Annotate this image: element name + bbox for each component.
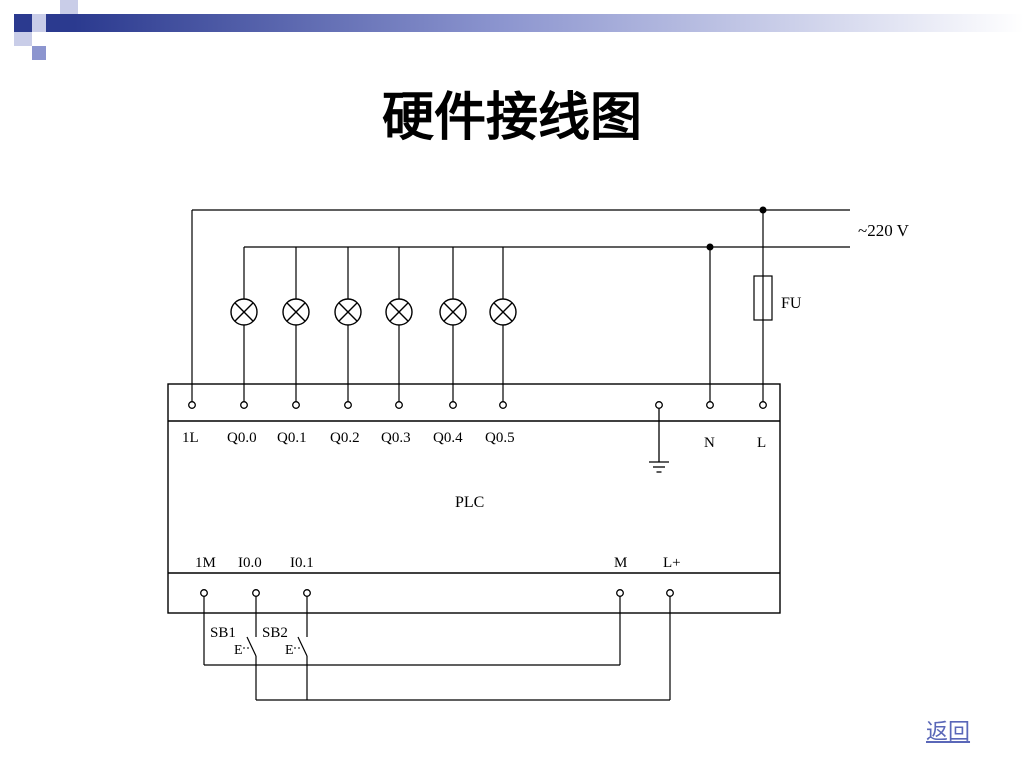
supply-label: ~220 V	[858, 221, 910, 240]
deco-square	[14, 14, 32, 32]
terminal-i0-0	[252, 589, 260, 597]
deco-square	[14, 32, 32, 46]
deco-square	[32, 14, 46, 32]
sb2-actuator-symbol: E	[285, 643, 294, 658]
slide-title: 硬件接线图	[381, 88, 642, 148]
terminal-i0-1	[303, 589, 311, 597]
terminal-q0-2	[344, 401, 352, 409]
terminal-label-i0-0: I0.0	[238, 555, 262, 571]
terminal-label-i0-1: I0.1	[290, 555, 314, 571]
sb1-actuator-symbol: E	[234, 643, 243, 658]
lamp-q0-1	[282, 298, 310, 326]
terminal-l-plus	[666, 589, 674, 597]
terminal-1l	[188, 401, 196, 409]
terminal-q0-3	[395, 401, 403, 409]
terminal-label-n: N	[704, 435, 715, 451]
terminal-label-1m: 1M	[195, 555, 216, 571]
terminal-m	[616, 589, 624, 597]
corner-decoration	[0, 0, 1024, 60]
sb2-contact	[297, 636, 308, 657]
terminal-label-l: L	[757, 435, 766, 451]
back-link[interactable]: 返回	[926, 720, 971, 745]
junction-dot-n	[706, 243, 714, 251]
terminal-q0-5	[499, 401, 507, 409]
deco-square	[0, 0, 14, 14]
sb2-label: SB2	[262, 625, 288, 641]
terminal-q0-1	[292, 401, 300, 409]
terminal-label-1l: 1L	[182, 430, 199, 446]
terminal-ground	[655, 401, 663, 409]
deco-square	[32, 46, 46, 60]
sb1-label: SB1	[210, 625, 236, 641]
terminal-label-l-plus: L+	[663, 555, 681, 571]
ground-symbol	[649, 408, 669, 473]
terminal-label-q0-4: Q0.4	[433, 430, 463, 446]
terminal-q0-4	[449, 401, 457, 409]
junction-dot-l	[759, 206, 767, 214]
terminal-l	[759, 401, 767, 409]
lamp-q0-4	[439, 298, 467, 326]
lamp-q0-5	[489, 298, 517, 326]
terminal-q0-0	[240, 401, 248, 409]
terminal-label-q0-0: Q0.0	[227, 430, 257, 446]
plc-box	[167, 383, 781, 614]
sb1-contact	[246, 636, 257, 657]
terminal-label-q0-2: Q0.2	[330, 430, 360, 446]
header-gradient-bar	[74, 14, 1024, 32]
deco-square	[60, 0, 78, 14]
terminal-1m	[200, 589, 208, 597]
terminal-n	[706, 401, 714, 409]
terminal-label-q0-1: Q0.1	[277, 430, 307, 446]
deco-square	[46, 14, 74, 32]
plc-label: PLC	[455, 494, 484, 511]
lamp-q0-2	[334, 298, 362, 326]
lamp-q0-0	[230, 298, 258, 326]
terminal-label-q0-5: Q0.5	[485, 430, 515, 446]
terminal-label-q0-3: Q0.3	[381, 430, 411, 446]
lamp-q0-3	[385, 298, 413, 326]
fuse-label: FU	[781, 295, 802, 312]
terminal-label-m: M	[614, 555, 627, 571]
